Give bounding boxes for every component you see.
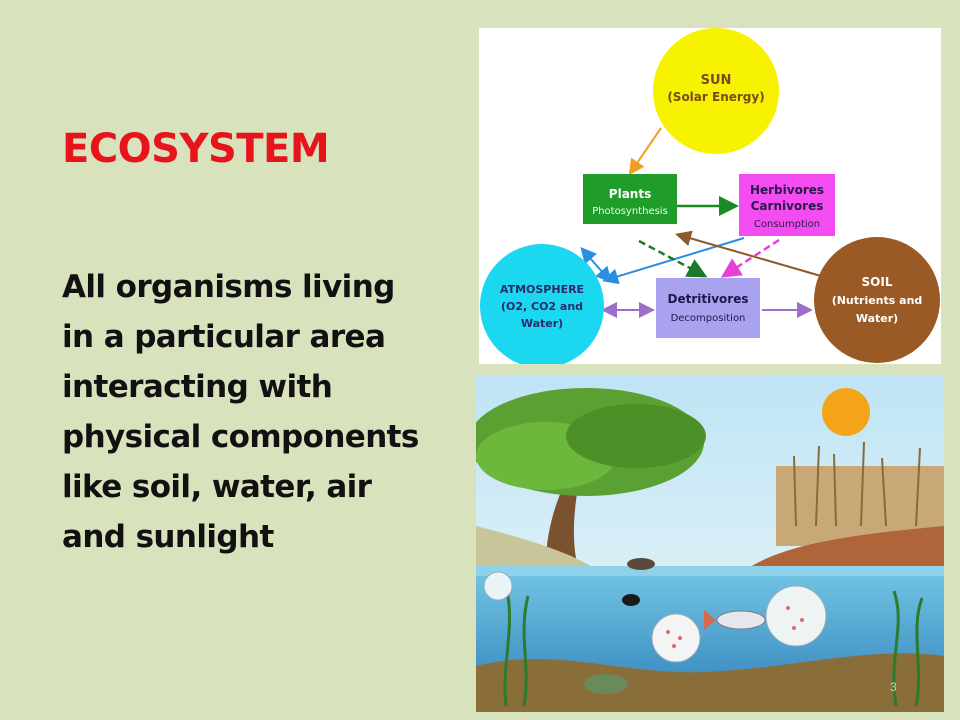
sun-title: SUN: [701, 73, 732, 88]
arrow-consumers-to-detritivores: [720, 238, 780, 278]
atmosphere-line-2: (O2, CO2 and: [501, 300, 583, 313]
slide-title: ECOSYSTEM: [62, 126, 330, 172]
atmosphere-line-3: Water): [521, 317, 563, 330]
soil-line-1: SOIL: [862, 275, 893, 289]
pond-ecosystem-illustration: [476, 376, 944, 712]
body-line: and sunlight: [62, 519, 274, 555]
sun-subtitle: (Solar Energy): [667, 90, 764, 104]
slide-body: All organisms living in a particular are…: [62, 262, 462, 562]
fish-icon: [584, 674, 628, 694]
detritivores-node: [656, 278, 760, 338]
atmosphere-node: [480, 244, 604, 364]
atmosphere-line-1: ATMOSPHERE: [500, 283, 584, 296]
arrow-sun-to-plants: [628, 127, 662, 176]
sun-node: [653, 28, 779, 154]
page-number: 3: [890, 680, 897, 694]
soil-line-2: (Nutrients and: [832, 294, 923, 307]
plankton-circle: [651, 613, 701, 663]
consumers-title-1: Herbivores: [750, 183, 824, 197]
body-line: like soil, water, air: [62, 469, 372, 505]
fish-icon: [716, 610, 766, 630]
body-line: interacting with: [62, 369, 333, 405]
pond-scene-svg: [476, 376, 944, 712]
plants-title: Plants: [609, 187, 651, 201]
sun-icon: [822, 388, 870, 436]
detritivores-subtitle: Decomposition: [671, 313, 746, 324]
arrow-atmosphere-plants: [580, 246, 612, 284]
soil-node: [814, 237, 940, 363]
plankton-circle: [765, 585, 827, 647]
ecosystem-diagram: SUN (Solar Energy) Plants Photosynthesis…: [479, 28, 941, 364]
diagram-svg: SUN (Solar Energy) Plants Photosynthesis…: [480, 28, 940, 364]
soil-line-3: Water): [856, 312, 898, 325]
body-line: physical components: [62, 419, 419, 455]
body-line: in a particular area: [62, 319, 386, 355]
beetle-icon: [622, 594, 640, 606]
detritivores-title: Detritivores: [668, 292, 749, 306]
body-line: All organisms living: [62, 269, 395, 305]
plants-node: [583, 174, 677, 224]
consumers-title-2: Carnivores: [751, 199, 824, 213]
plants-subtitle: Photosynthesis: [592, 206, 668, 217]
arrow-plants-to-detritivores: [638, 239, 708, 278]
duck-icon: [627, 558, 655, 570]
tree-trunk: [546, 476, 580, 558]
arrow-consumers-to-atmosphere: [602, 237, 745, 285]
arrow-soil-to-plants: [675, 230, 822, 277]
plankton-circle: [483, 571, 513, 601]
consumers-subtitle: Consumption: [754, 219, 820, 230]
consumers-node: [739, 174, 835, 236]
